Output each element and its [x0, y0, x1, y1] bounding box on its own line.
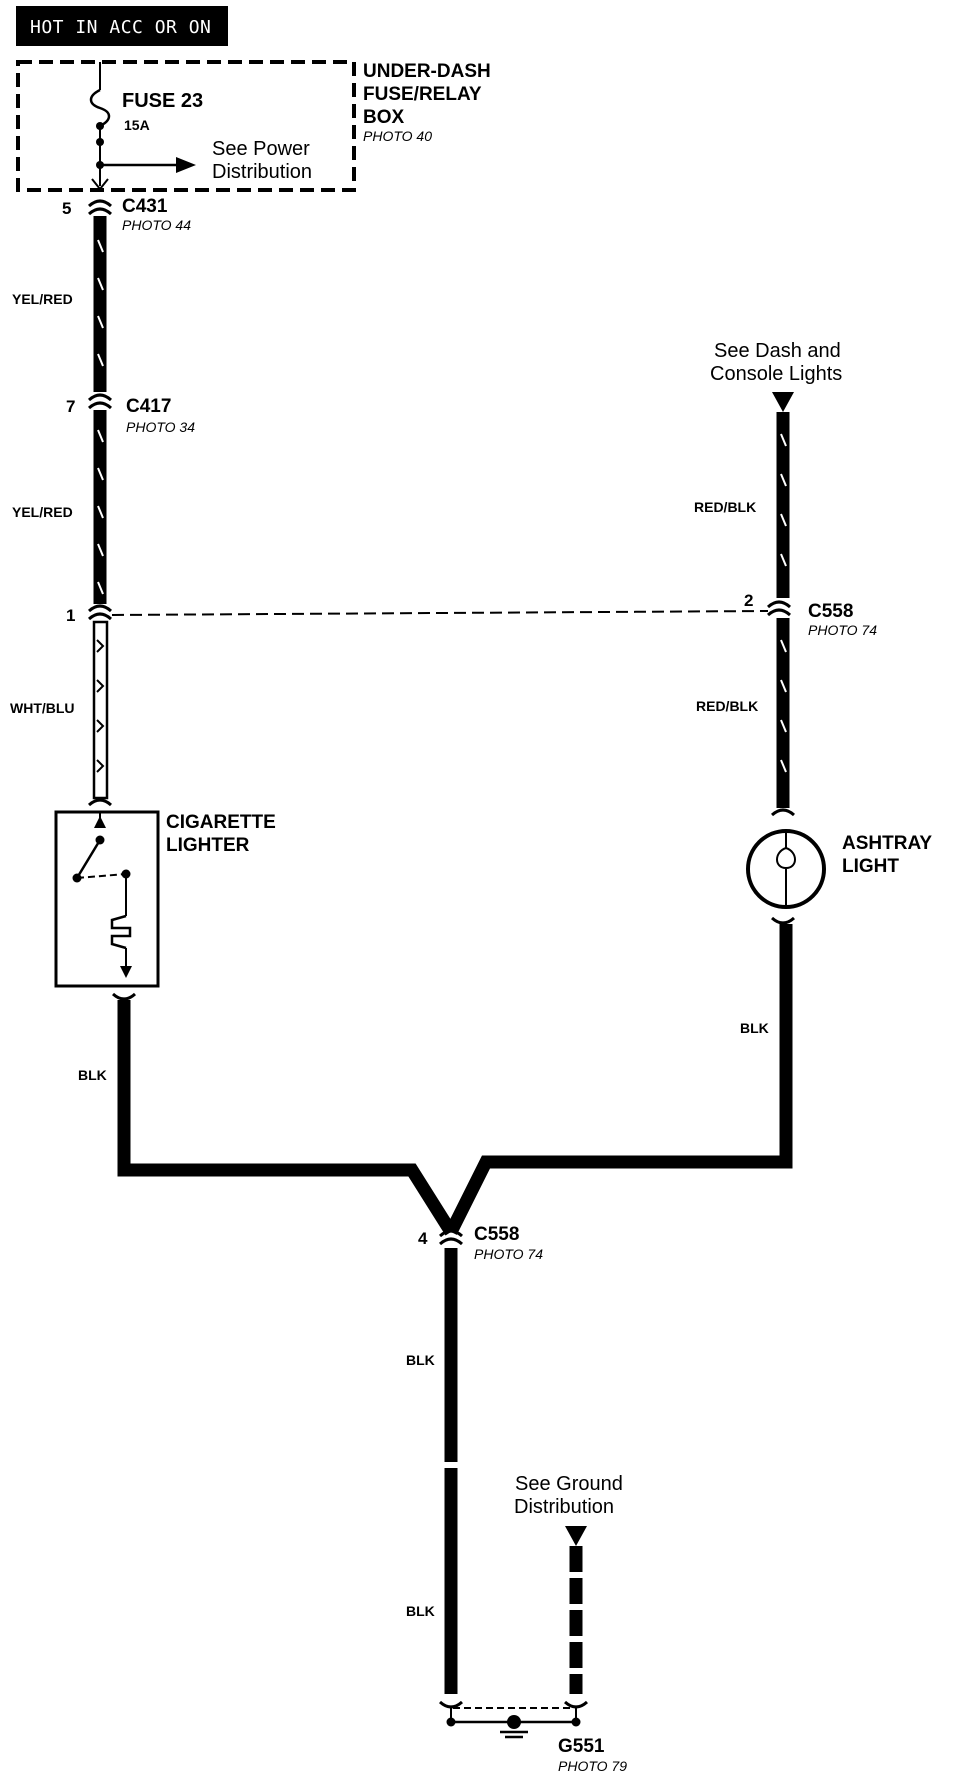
wire-label-yel-red-1: YEL/RED: [12, 291, 73, 307]
wire-label-blk-down-2: BLK: [406, 1603, 435, 1619]
connector-c558-pin4: [438, 1229, 464, 1238]
connector-c417: [87, 393, 113, 402]
fuse-box-title-line1: UNDER-DASH: [363, 61, 491, 82]
c558-top-name: C558: [808, 601, 853, 622]
power-note-line1: See Power: [212, 138, 310, 160]
ground-symbol-icon: [500, 1715, 528, 1739]
wire-wht-blu: [92, 620, 109, 800]
connector-c558-pin1: [87, 604, 113, 613]
wire-label-red-blk-1: RED/BLK: [694, 499, 756, 515]
c431-photo: PHOTO 44: [122, 217, 191, 233]
dash-note-line2: Console Lights: [710, 363, 842, 385]
c417-name: C417: [126, 396, 171, 417]
dash-note-line1: See Dash and: [714, 340, 841, 362]
ground-note-line2: Distribution: [514, 1496, 614, 1518]
wire-label-wht-blu: WHT/BLU: [10, 700, 75, 716]
fuse-box-title-line3: BOX: [363, 107, 405, 128]
c558-top-photo: PHOTO 74: [808, 622, 877, 638]
connector-c558-link: [111, 610, 769, 616]
fuse-symbol-icon: [89, 88, 111, 128]
header-banner: [16, 6, 228, 46]
wire-label-blk-down-1: BLK: [406, 1352, 435, 1368]
connector-c431: [87, 199, 113, 208]
cigarette-lighter-box: [54, 810, 160, 988]
c417-pin: 7: [66, 397, 75, 416]
c417-photo: PHOTO 34: [126, 419, 195, 435]
fuse-box-outline: [16, 60, 356, 192]
lighter-switch-icon: [75, 839, 102, 879]
ashtray-label-line1: ASHTRAY: [842, 833, 932, 854]
ground-photo: PHOTO 79: [558, 1758, 627, 1774]
power-note-line2: Distribution: [212, 161, 312, 183]
fuse-rating: 15A: [124, 117, 150, 133]
c558-pin1: 1: [66, 606, 75, 625]
ground-name: G551: [558, 1736, 605, 1757]
fuse-box-title-line2: FUSE/RELAY: [363, 84, 482, 105]
wire-blk-left: [117, 1000, 457, 1236]
connector-c558-pin2: [766, 600, 792, 609]
c558-bottom-photo: PHOTO 74: [474, 1246, 543, 1262]
fuse-name: FUSE 23: [122, 90, 203, 112]
c431-name: C431: [122, 196, 168, 217]
c558-bottom-name: C558: [474, 1224, 519, 1245]
arrow-right-icon: [176, 157, 196, 173]
wire-label-yel-red-2: YEL/RED: [12, 504, 73, 520]
lighter-label-line1: CIGARETTE: [166, 812, 276, 833]
wire-label-blk-right: BLK: [740, 1020, 769, 1036]
c558-pin2: 2: [744, 591, 753, 610]
arrow-down-icon: [565, 1526, 587, 1546]
ashtray-label-line2: LIGHT: [842, 856, 899, 877]
wire-label-red-blk-2: RED/BLK: [696, 698, 758, 714]
wire-label-blk-left: BLK: [78, 1067, 107, 1083]
lighter-label-line2: LIGHTER: [166, 835, 250, 856]
c558-bottom-pin: 4: [418, 1229, 428, 1248]
ground-note-line1: See Ground: [515, 1473, 623, 1495]
wire-blk-right: [445, 924, 793, 1235]
fuse-box-photo: PHOTO 40: [363, 128, 432, 144]
lighter-heater-icon: [110, 914, 132, 950]
header-label: HOT IN ACC OR ON: [30, 17, 211, 38]
arrow-down-icon: [772, 392, 794, 412]
c431-pin: 5: [62, 199, 71, 218]
